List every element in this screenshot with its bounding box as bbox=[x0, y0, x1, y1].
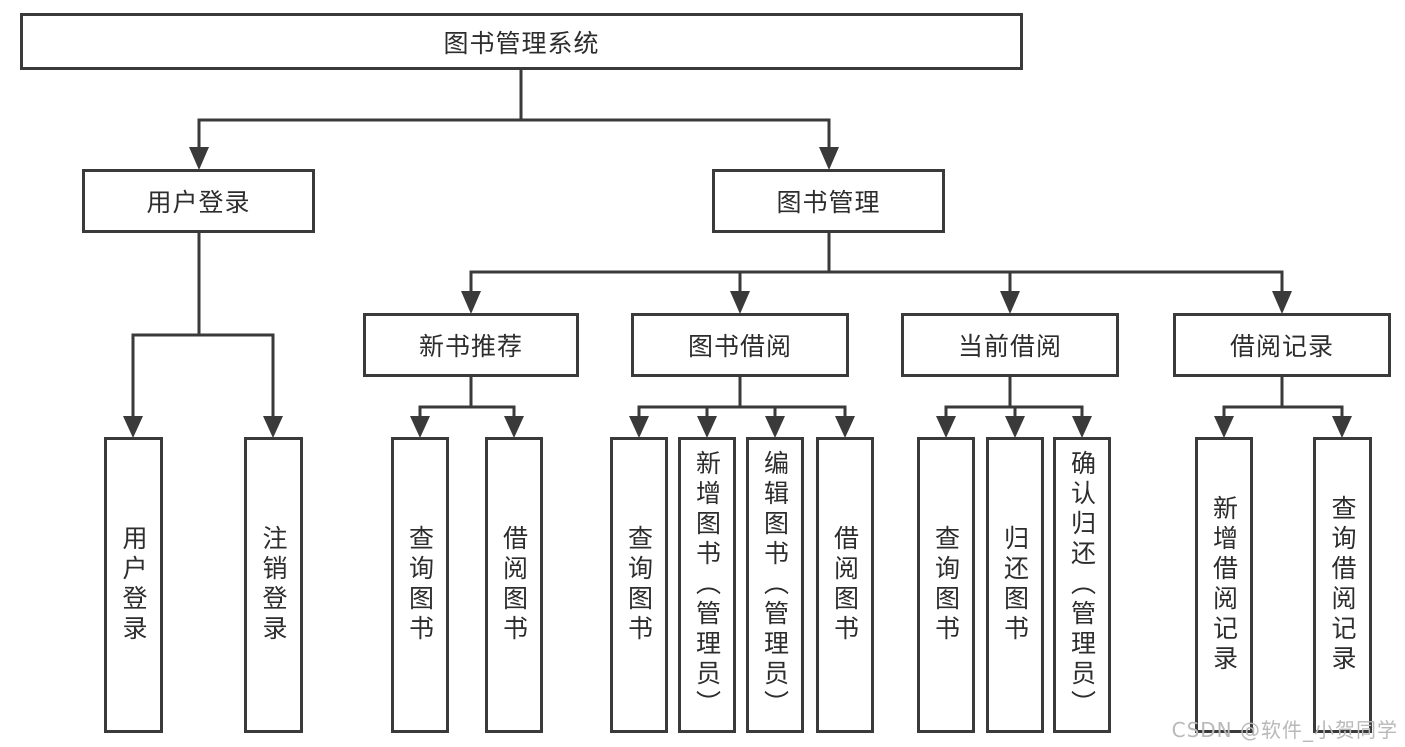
leaf-logout: 注销登录 bbox=[244, 437, 303, 733]
node-book-borrow: 图书借阅 bbox=[631, 313, 849, 377]
leaf-user-login: 用户登录 bbox=[104, 437, 163, 733]
node-user-login: 用户登录 bbox=[82, 169, 315, 233]
csdn-watermark: CSDN @软件_小贺同学 bbox=[1171, 718, 1398, 742]
leaf-add-book-admin: 新增图书（管理员） bbox=[678, 437, 736, 733]
node-root: 图书管理系统 bbox=[20, 13, 1023, 70]
leaf-return-book: 归还图书 bbox=[986, 437, 1044, 733]
node-current-borrow: 当前借阅 bbox=[901, 313, 1119, 377]
leaf-query-book-borrow: 查询图书 bbox=[610, 437, 668, 733]
node-new-book-recommend: 新书推荐 bbox=[363, 313, 579, 377]
leaf-add-borrow-record: 新增借阅记录 bbox=[1195, 437, 1253, 733]
node-book-management: 图书管理 bbox=[712, 169, 945, 233]
leaf-query-book-current: 查询图书 bbox=[917, 437, 975, 733]
node-borrow-record: 借阅记录 bbox=[1173, 313, 1391, 377]
leaf-borrow-book-recommend: 借阅图书 bbox=[485, 437, 543, 733]
leaf-query-borrow-record: 查询借阅记录 bbox=[1313, 437, 1372, 733]
leaf-query-book-recommend: 查询图书 bbox=[391, 437, 449, 733]
leaf-confirm-return-admin: 确认归还（管理员） bbox=[1053, 437, 1111, 733]
leaf-borrow-book: 借阅图书 bbox=[816, 437, 874, 733]
leaf-edit-book-admin: 编辑图书（管理员） bbox=[746, 437, 804, 733]
